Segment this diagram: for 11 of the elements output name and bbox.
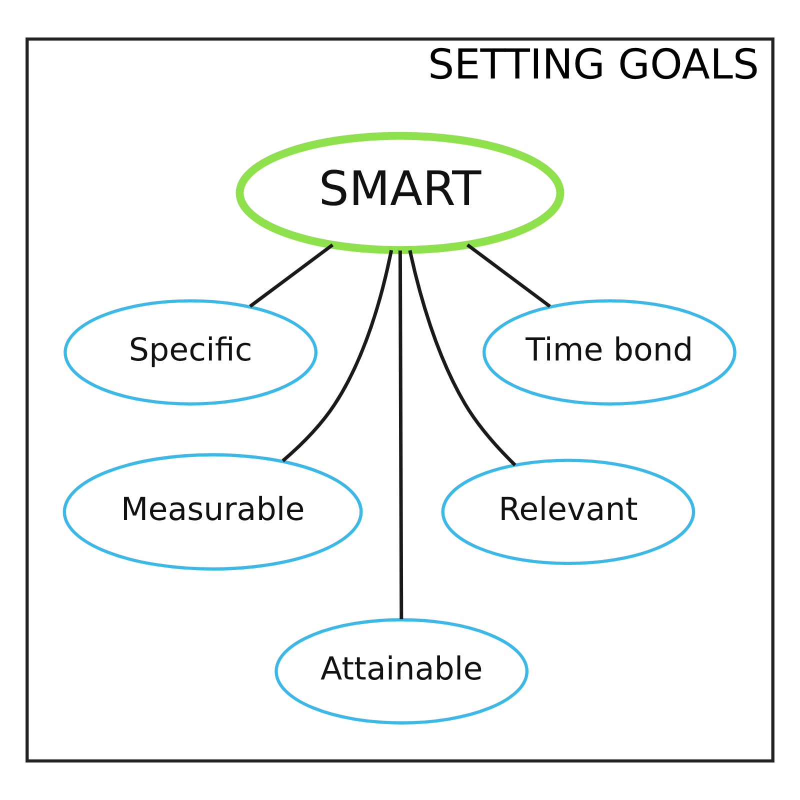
connector [249,243,334,308]
connector [466,243,551,308]
node-ellipse: Time bond [482,299,736,406]
node-ellipse: Measurable [62,453,363,571]
node-ellipse: Attainable [274,618,529,724]
node-ellipse: Specific [64,299,318,406]
node-ellipse: SMART [236,132,564,254]
connector [282,250,394,462]
node-ellipse: Relevant [441,458,696,566]
connector [398,250,404,620]
connector [408,250,516,466]
